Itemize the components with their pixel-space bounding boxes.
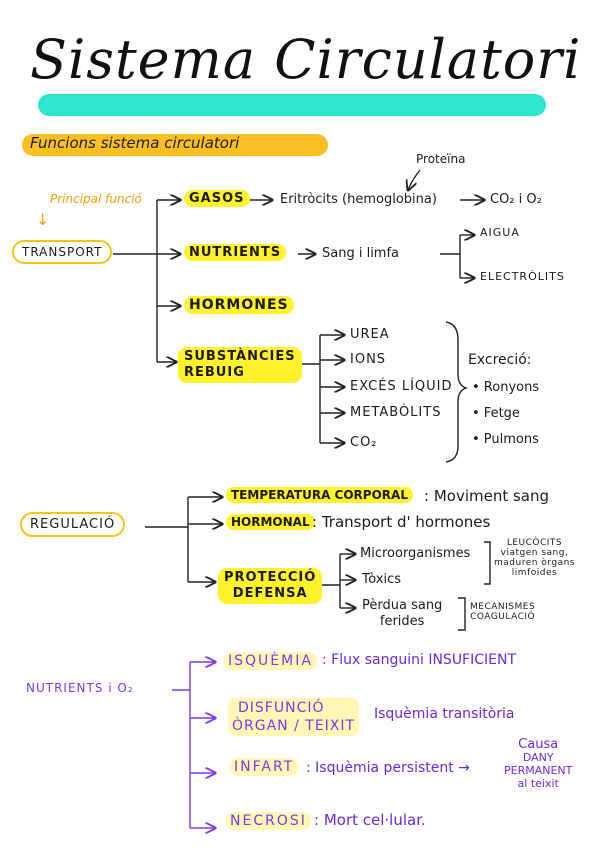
necrosi-label: NECROSI bbox=[226, 812, 311, 830]
protein-note: Proteïna bbox=[416, 152, 466, 166]
infart-label: INFART bbox=[230, 758, 299, 776]
gasos-detail: Eritròcits (hemoglobina) bbox=[280, 192, 437, 207]
rebuig-item: IONS bbox=[350, 352, 387, 367]
hormones-label: HORMONES bbox=[184, 296, 294, 314]
aigua-label: AIGUA bbox=[480, 226, 520, 239]
regulacio-node: REGULACIÓ bbox=[20, 512, 126, 537]
rebuig-item: CO₂ bbox=[350, 435, 378, 450]
hormonal-detail: : Transport d' hormones bbox=[312, 513, 491, 531]
gasos-result: CO₂ i O₂ bbox=[490, 192, 542, 207]
rebuig-item: METABÒLITS bbox=[350, 405, 442, 420]
temperatura-label: TEMPERATURA CORPORAL bbox=[226, 487, 413, 503]
nutrients-o2-node: NUTRIENTS i O₂ bbox=[26, 681, 134, 695]
leucocits-note: LEUCÒCITS viatgen sang, maduren òrgans l… bbox=[494, 538, 575, 578]
disfuncio-detail: Isquèmia transitòria bbox=[374, 706, 515, 722]
rebuig-item: EXCÉS LÍQUID bbox=[350, 379, 453, 394]
annotation-arrow-icon: ↓ bbox=[36, 210, 50, 229]
isquemia-detail: : Flux sanguini INSUFICIENT bbox=[322, 652, 517, 668]
rebuig-label: SUBSTÀNCIES REBUIG bbox=[178, 347, 302, 383]
excrecio-item: • Pulmons bbox=[472, 432, 539, 447]
excrecio-item: • Ronyons bbox=[472, 380, 540, 395]
principal-annotation: Principal funció bbox=[50, 192, 142, 206]
nutrients-label: NUTRIENTS bbox=[184, 244, 287, 261]
page-title: Sistema Circulatori bbox=[30, 28, 582, 91]
hormonal-label: HORMONAL bbox=[226, 514, 315, 530]
title-highlight bbox=[38, 94, 546, 116]
disfuncio-label: DISFUNCIÓ ÒRGAN / TEIXIT bbox=[228, 698, 360, 736]
necrosi-detail: : Mort cel·lular. bbox=[314, 811, 426, 829]
coagulacio-note: MECANISMES COAGULACIÓ bbox=[470, 602, 536, 622]
temperatura-detail: : Moviment sang bbox=[424, 487, 550, 505]
excrecio-title: Excreció: bbox=[468, 352, 532, 368]
excrecio-item: • Fetge bbox=[472, 406, 520, 421]
proteccio-label: PROTECCIÓ DEFENSA bbox=[218, 568, 323, 604]
microorganismes-label: Microorganismes bbox=[360, 546, 471, 561]
section-title: Funcions sistema circulatori bbox=[30, 134, 240, 152]
perdua-sang-label: Pèrdua sang ferides bbox=[362, 598, 443, 629]
electrolits-label: ELECTRÒLITS bbox=[480, 270, 565, 283]
nutrients-detail: Sang i limfa bbox=[322, 246, 400, 261]
transport-node: TRANSPORT bbox=[12, 240, 113, 264]
rebuig-item: UREA bbox=[350, 327, 390, 342]
dany-permanent-note: Causa DANY PERMANENT al teixit bbox=[504, 737, 573, 790]
infart-detail: : Isquèmia persistent → bbox=[306, 760, 470, 776]
subtitle-highlight bbox=[22, 134, 328, 156]
isquemia-label: ISQUÈMIA bbox=[224, 652, 317, 670]
toxics-label: Tòxics bbox=[362, 572, 402, 587]
gasos-label: GASOS bbox=[184, 190, 250, 207]
